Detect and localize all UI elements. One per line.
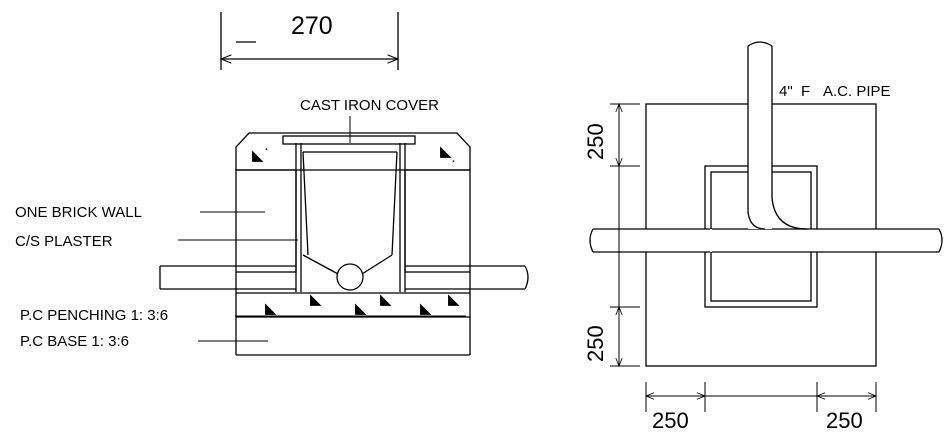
pipe-section bbox=[336, 263, 364, 291]
plan-view: 4" F A.C. PIPE 250 250 250 250 bbox=[583, 41, 943, 433]
svg-text:·: · bbox=[451, 152, 456, 169]
pc-base-label: P.C BASE 1: 3:6 bbox=[20, 333, 129, 350]
pc-benching: ◣ ◣ ◣ ◣ ◣ ◣ bbox=[235, 291, 471, 356]
one-brick-wall-label: ONE BRICK WALL bbox=[15, 204, 142, 221]
svg-text:◣: ◣ bbox=[355, 300, 367, 317]
plan-vertical-pipe bbox=[747, 41, 808, 230]
svg-text:◣: ◣ bbox=[252, 147, 264, 164]
cast-iron-cover bbox=[282, 135, 416, 145]
pipe-type-label: A.C. PIPE bbox=[823, 83, 891, 100]
cast-iron-cover-label: CAST IRON COVER bbox=[300, 97, 439, 114]
section-view: 270 CAST IRON COVER ◣ ◣ · · bbox=[15, 12, 529, 356]
dim-bottom-label: 250 bbox=[583, 325, 608, 362]
svg-text:◣: ◣ bbox=[420, 300, 432, 317]
svg-text:◣: ◣ bbox=[448, 291, 460, 308]
chamber bbox=[302, 151, 398, 291]
pipe-symbol-label: F bbox=[801, 83, 810, 100]
cs-plaster-label: C/S PLASTER bbox=[15, 233, 113, 250]
svg-text:◣: ◣ bbox=[310, 291, 322, 308]
pipe-label: 4" F A.C. PIPE bbox=[779, 83, 891, 100]
dim-top-label: 250 bbox=[583, 123, 608, 160]
plan-horizontal-pipe bbox=[589, 228, 943, 253]
section-pipe bbox=[159, 265, 529, 290]
top-dimension-label: 270 bbox=[291, 12, 333, 40]
dim-right-label: 250 bbox=[826, 408, 863, 433]
dim-left-label: 250 bbox=[652, 408, 689, 433]
bottom-dimensions: 250 250 bbox=[646, 382, 876, 433]
top-dimension: 270 bbox=[221, 12, 398, 70]
svg-text:◣: ◣ bbox=[380, 291, 392, 308]
brick-walls bbox=[235, 143, 471, 293]
svg-text:·: · bbox=[264, 140, 269, 157]
pipe-size-label: 4" bbox=[779, 83, 793, 100]
svg-text:◣: ◣ bbox=[440, 143, 452, 160]
pc-penching-label: P.C PENCHING 1: 3:6 bbox=[20, 307, 168, 324]
svg-text:◣: ◣ bbox=[265, 300, 277, 317]
left-dimensions: 250 250 bbox=[583, 104, 640, 366]
